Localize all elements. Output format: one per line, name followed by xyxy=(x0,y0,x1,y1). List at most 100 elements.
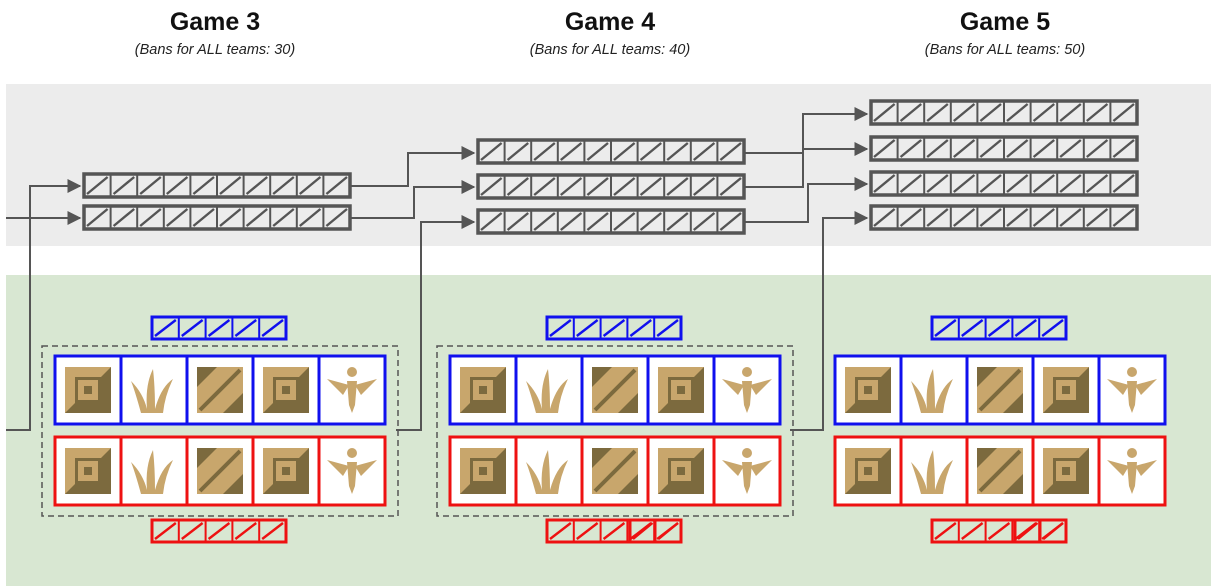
game-3-red-team-picks xyxy=(53,435,387,507)
game-5-blue-pick-slot xyxy=(1099,356,1165,424)
game-3-red-pick-slot xyxy=(187,437,253,505)
game-5-red-team-picks xyxy=(833,435,1167,507)
game-4-red-pick-slot xyxy=(648,437,714,505)
game-4-red-pick-slot xyxy=(714,437,780,505)
winged-emblem-icon xyxy=(327,367,377,413)
game-5-red-team-extra-bans xyxy=(1013,518,1068,544)
game-3-red-pick-slot xyxy=(121,437,187,505)
square-spiral-icon xyxy=(263,367,309,413)
game-4-blue-pick-slot xyxy=(516,356,582,424)
game-4-red-pick-slot xyxy=(516,437,582,505)
game-5-blue-pick-slot xyxy=(1033,356,1099,424)
global-bans-band xyxy=(6,84,1211,246)
square-spiral-icon xyxy=(263,448,309,494)
square-spiral-icon xyxy=(845,448,891,494)
game-5-red-pick-slot xyxy=(967,437,1033,505)
game-4-title: Game 4 xyxy=(564,8,656,36)
game-3-subtitle: (Bans for ALL teams: 30) xyxy=(134,42,296,58)
winged-emblem-icon xyxy=(722,367,772,413)
connector-arrow xyxy=(744,177,869,223)
game-4-blue-pick-slot xyxy=(648,356,714,424)
game-4-red-pick-slot xyxy=(582,437,648,505)
game-3-team-group xyxy=(41,345,399,517)
winged-emblem-icon xyxy=(327,448,377,494)
game-5-blue-pick-slot xyxy=(901,356,967,424)
square-spiral-icon xyxy=(1043,367,1089,413)
game-5-global-ban-strip xyxy=(869,135,1139,162)
game-3-red-pick-slot xyxy=(319,437,385,505)
diagonal-split-icon xyxy=(977,448,1023,494)
game-3-blue-pick-slot xyxy=(319,356,385,424)
game-4-global-ban-strip xyxy=(476,138,746,165)
game-5-global-ban-strip xyxy=(869,170,1139,197)
square-spiral-icon xyxy=(1043,448,1089,494)
grass-icon xyxy=(911,369,953,413)
game-3-blue-team-picks xyxy=(53,354,387,426)
connector-layer xyxy=(6,107,869,431)
square-spiral-icon xyxy=(845,367,891,413)
winged-emblem-icon xyxy=(722,448,772,494)
game-3-blue-pick-slot xyxy=(253,356,319,424)
game-4-blue-pick-slot xyxy=(450,356,516,424)
game-3-blue-pick-slot xyxy=(55,356,121,424)
connector-arrow xyxy=(350,180,476,219)
connector-arrow xyxy=(396,215,476,431)
game-5-red-pick-slot xyxy=(1033,437,1099,505)
game-4-team-group xyxy=(436,345,794,517)
game-5-blue-pick-slot xyxy=(835,356,901,424)
grass-icon xyxy=(131,369,173,413)
diagonal-split-icon xyxy=(592,448,638,494)
square-spiral-icon xyxy=(460,367,506,413)
connector-arrow xyxy=(790,211,869,431)
game-5-title: Game 5 xyxy=(959,8,1051,36)
game-3-red-team-bans xyxy=(150,518,288,544)
connector-arrow xyxy=(744,142,869,188)
game-4-blue-team-bans xyxy=(545,315,683,341)
grass-icon xyxy=(526,369,568,413)
game-5-subtitle: (Bans for ALL teams: 50) xyxy=(924,42,1086,58)
game-3-blue-pick-slot xyxy=(187,356,253,424)
game-4-subtitle: (Bans for ALL teams: 40) xyxy=(529,42,691,58)
game-3-blue-pick-slot xyxy=(121,356,187,424)
game-5-global-ban-strip xyxy=(869,204,1139,231)
square-spiral-icon xyxy=(658,367,704,413)
game-5-global-ban-strip xyxy=(869,99,1139,126)
team-bans-band xyxy=(6,275,1211,586)
game-5-blue-pick-slot xyxy=(967,356,1033,424)
connector-arrow xyxy=(744,107,869,154)
grass-icon xyxy=(526,450,568,494)
diagonal-split-icon xyxy=(977,367,1023,413)
game-3-red-pick-slot xyxy=(253,437,319,505)
winged-emblem-icon xyxy=(1107,367,1157,413)
diagonal-split-icon xyxy=(197,448,243,494)
game-3-title: Game 3 xyxy=(169,8,261,36)
square-spiral-icon xyxy=(460,448,506,494)
game-4-global-ban-strip xyxy=(476,208,746,235)
game-5-blue-team-picks xyxy=(833,354,1167,426)
game-3-red-pick-slot xyxy=(55,437,121,505)
game-4-blue-team-picks xyxy=(448,354,782,426)
game-4-red-team-picks xyxy=(448,435,782,507)
game-3-global-ban-strip xyxy=(82,204,352,231)
square-spiral-icon xyxy=(65,448,111,494)
game-4-blue-pick-slot xyxy=(714,356,780,424)
game-3-blue-team-bans xyxy=(150,315,288,341)
square-spiral-icon xyxy=(658,448,704,494)
game-4-red-pick-slot xyxy=(450,437,516,505)
game-5-blue-team-bans xyxy=(930,315,1068,341)
diagonal-split-icon xyxy=(592,367,638,413)
shapes-layer xyxy=(41,99,1167,544)
connector-arrow xyxy=(350,146,476,187)
game-3-global-ban-strip xyxy=(82,172,352,199)
game-5-red-pick-slot xyxy=(901,437,967,505)
game-5-red-pick-slot xyxy=(835,437,901,505)
game-4-red-team-extra-bans xyxy=(628,518,683,544)
grass-icon xyxy=(131,450,173,494)
connector-arrow xyxy=(6,179,82,219)
game-4-blue-pick-slot xyxy=(582,356,648,424)
grass-icon xyxy=(911,450,953,494)
square-spiral-icon xyxy=(65,367,111,413)
winged-emblem-icon xyxy=(1107,448,1157,494)
game-5-red-pick-slot xyxy=(1099,437,1165,505)
